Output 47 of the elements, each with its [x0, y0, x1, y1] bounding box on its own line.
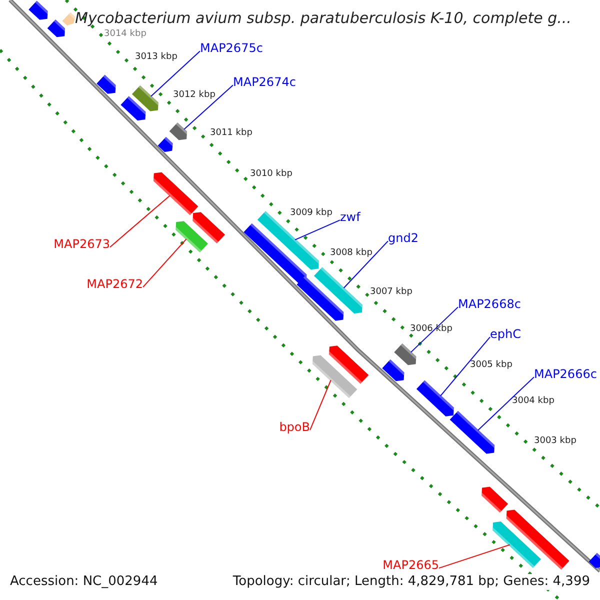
gene-label: MAP2665 [382, 558, 439, 572]
scale-label: 3008 kbp [330, 248, 372, 259]
gene-feature [492, 522, 542, 568]
scale-label: 3004 kbp [512, 396, 554, 407]
leader-line [150, 50, 200, 97]
leader-line [478, 376, 534, 431]
footer-text: Topology: circular; Length: 4,829,781 bp; Genes: 4,399 [232, 574, 590, 590]
gene-label: gnd2 [388, 231, 418, 246]
scale-label: 3005 kbp [470, 360, 512, 371]
gene-label: MAP2666c [534, 367, 597, 382]
scale-label: 3014 kbp [104, 29, 146, 40]
gene-feature [394, 343, 416, 366]
leader-line [294, 220, 340, 240]
leader-line [184, 84, 234, 130]
gene-feature [416, 380, 454, 416]
scale-label: 3006 kbp [410, 324, 452, 335]
leader-line [410, 306, 458, 353]
gene-label: MAP2674c [233, 75, 296, 90]
scale-label: 3007 kbp [370, 287, 412, 298]
leader-line [440, 336, 490, 396]
leader-line [142, 238, 187, 288]
gene-label: MAP2673 [54, 237, 110, 252]
scale-label: 3003 kbp [534, 436, 576, 447]
gene-feature [169, 122, 188, 140]
gene-feature [153, 172, 198, 216]
leader-line [343, 240, 388, 288]
footer-text: Accession: NC_002944 [10, 574, 158, 590]
leader-line [110, 195, 170, 248]
leader-line [438, 544, 510, 569]
scale-label: 3011 kbp [210, 128, 252, 139]
leader-line [310, 380, 332, 431]
gene-feature [176, 221, 208, 252]
scale-label: 3010 kbp [250, 169, 292, 180]
title: Mycobacterium avium subsp. paratuberculosis K-10, complete g... [75, 9, 572, 27]
gene-label: MAP2668c [458, 297, 521, 312]
gene-feature [132, 85, 158, 112]
gene-label: zwf [340, 210, 360, 224]
scale-label: 3013 kbp [135, 52, 178, 63]
gene-label: MAP2675c [200, 41, 263, 56]
scale-label: 3009 kbp [290, 208, 332, 219]
gene-label: bpoB [279, 420, 310, 434]
gene-label: MAP2672 [86, 277, 143, 292]
scale-label: 3012 kbp [173, 90, 216, 101]
gene-label: ephC [490, 327, 521, 342]
gene-feature [450, 410, 495, 454]
gene-feature [314, 267, 362, 314]
gene-feature [312, 355, 358, 398]
